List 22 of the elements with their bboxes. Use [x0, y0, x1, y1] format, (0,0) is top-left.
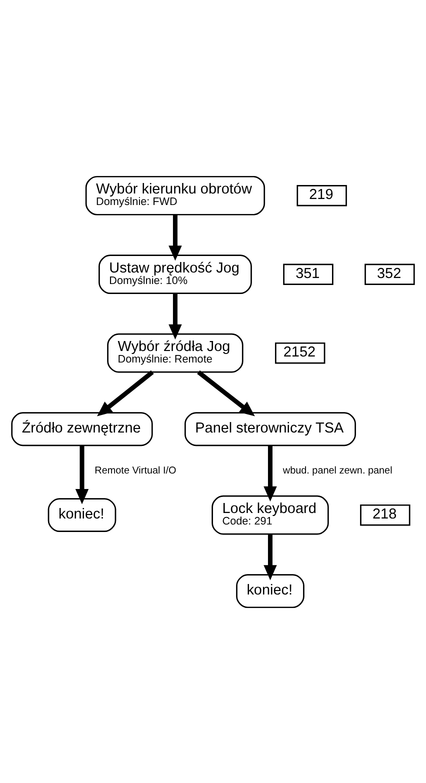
- arrow: [75, 444, 89, 504]
- arrow: [168, 292, 182, 339]
- node-box: koniec!: [48, 498, 116, 532]
- node-box: 218: [360, 504, 410, 526]
- node-box: 2152: [275, 342, 326, 364]
- arrow: [197, 370, 255, 416]
- arrow: [264, 444, 277, 502]
- node-box: Ustaw prędkość Jog Domyślnie: 10%: [98, 254, 252, 294]
- node-box: 352: [364, 263, 415, 284]
- arrow: [264, 534, 277, 580]
- node-box: Wybór źródła Jog Domyślnie: Remote: [107, 332, 244, 372]
- node-box: 351: [283, 263, 334, 284]
- edge-label: Remote Virtual I/O: [94, 464, 176, 476]
- node-box: koniec!: [236, 574, 304, 608]
- edge-label: wbud. panel zewn. panel: [282, 464, 392, 476]
- arrow: [168, 214, 182, 260]
- node-box: Panel sterowniczy TSA: [184, 412, 356, 446]
- node-box: 219: [296, 184, 347, 206]
- arrow: [97, 370, 154, 416]
- node-box: Wybór kierunku obrotów Domyślnie: FWD: [85, 175, 266, 215]
- node-box: Lock keyboard Code: 291: [212, 494, 329, 534]
- node-box: Źródło zewnętrzne: [11, 412, 153, 446]
